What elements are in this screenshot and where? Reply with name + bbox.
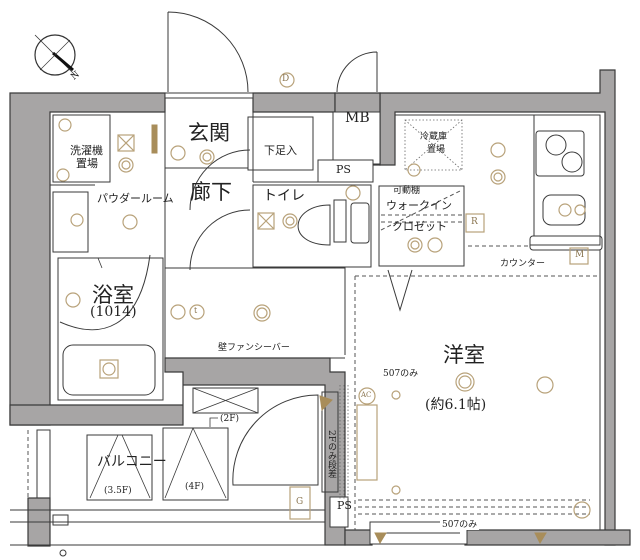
room-label-entrance: 玄関 [188, 121, 230, 145]
annotation-balcony-3-5f: (3.5F) [104, 486, 132, 496]
room-label-toilet: トイレ [263, 188, 305, 204]
annotation-wall-fan-bar: 壁ファンシーバー [218, 343, 290, 353]
label-counter: カウンター [500, 259, 546, 269]
annotation-balcony-4f: (4F) [185, 482, 204, 492]
annotation-step-2f-only: 2Fのみ段差 [326, 430, 336, 478]
annotation-balcony-2f: (2F) [220, 414, 239, 424]
room-label-washer-space-2: 置場 [76, 157, 98, 170]
interior-partitions [10, 111, 603, 557]
label-movable-shelf: 可動棚 [393, 186, 421, 196]
room-label-western-room: 洋室 [443, 343, 485, 367]
room-label-meter-box: MB [345, 110, 370, 126]
meter-box-door[interactable] [336, 51, 378, 93]
room-label-washer-space-1: 洗濯機 [70, 144, 103, 157]
north-compass-icon [34, 34, 76, 76]
room-label-powder-room: パウダールーム [97, 192, 174, 205]
annotation-507-only-bottom: 507のみ [440, 520, 480, 530]
room-label-bathroom: 浴室 [92, 283, 134, 307]
room-label-balcony: バルコニー [97, 454, 167, 470]
room-label-bathroom-size: (1014) [90, 304, 137, 320]
room-label-fridge-space-2: 置場 [427, 145, 446, 155]
doorbell-symbol: D [282, 74, 290, 84]
meter-icon: M [575, 250, 585, 260]
room-label-pipe-space-top: PS [336, 163, 351, 176]
refrigerator-outlet-icon: R [471, 217, 478, 227]
room-label-western-room-size: (約6.1帖) [425, 397, 487, 413]
meter-box [332, 111, 381, 165]
air-conditioner-icon: AC [361, 391, 372, 399]
room-label-fridge-space-1: 冷蔵庫 [420, 132, 448, 142]
electrical-fixtures [56, 72, 591, 545]
entrance-door[interactable] [164, 11, 254, 99]
room-label-wic-2: クロゼット [392, 220, 447, 233]
annotation-507-only-top: 507のみ [383, 369, 419, 379]
gas-icon: G [296, 497, 304, 507]
pipe-space-top [317, 159, 374, 183]
room-label-pipe-space-bottom: PS [337, 499, 352, 512]
room-label-shoe-closet: 下足入 [264, 144, 297, 157]
room-label-hallway: 廊下 [190, 180, 232, 204]
room-label-wic-1: ウォークイン [386, 199, 452, 212]
thermostat-icon: t [194, 306, 198, 315]
